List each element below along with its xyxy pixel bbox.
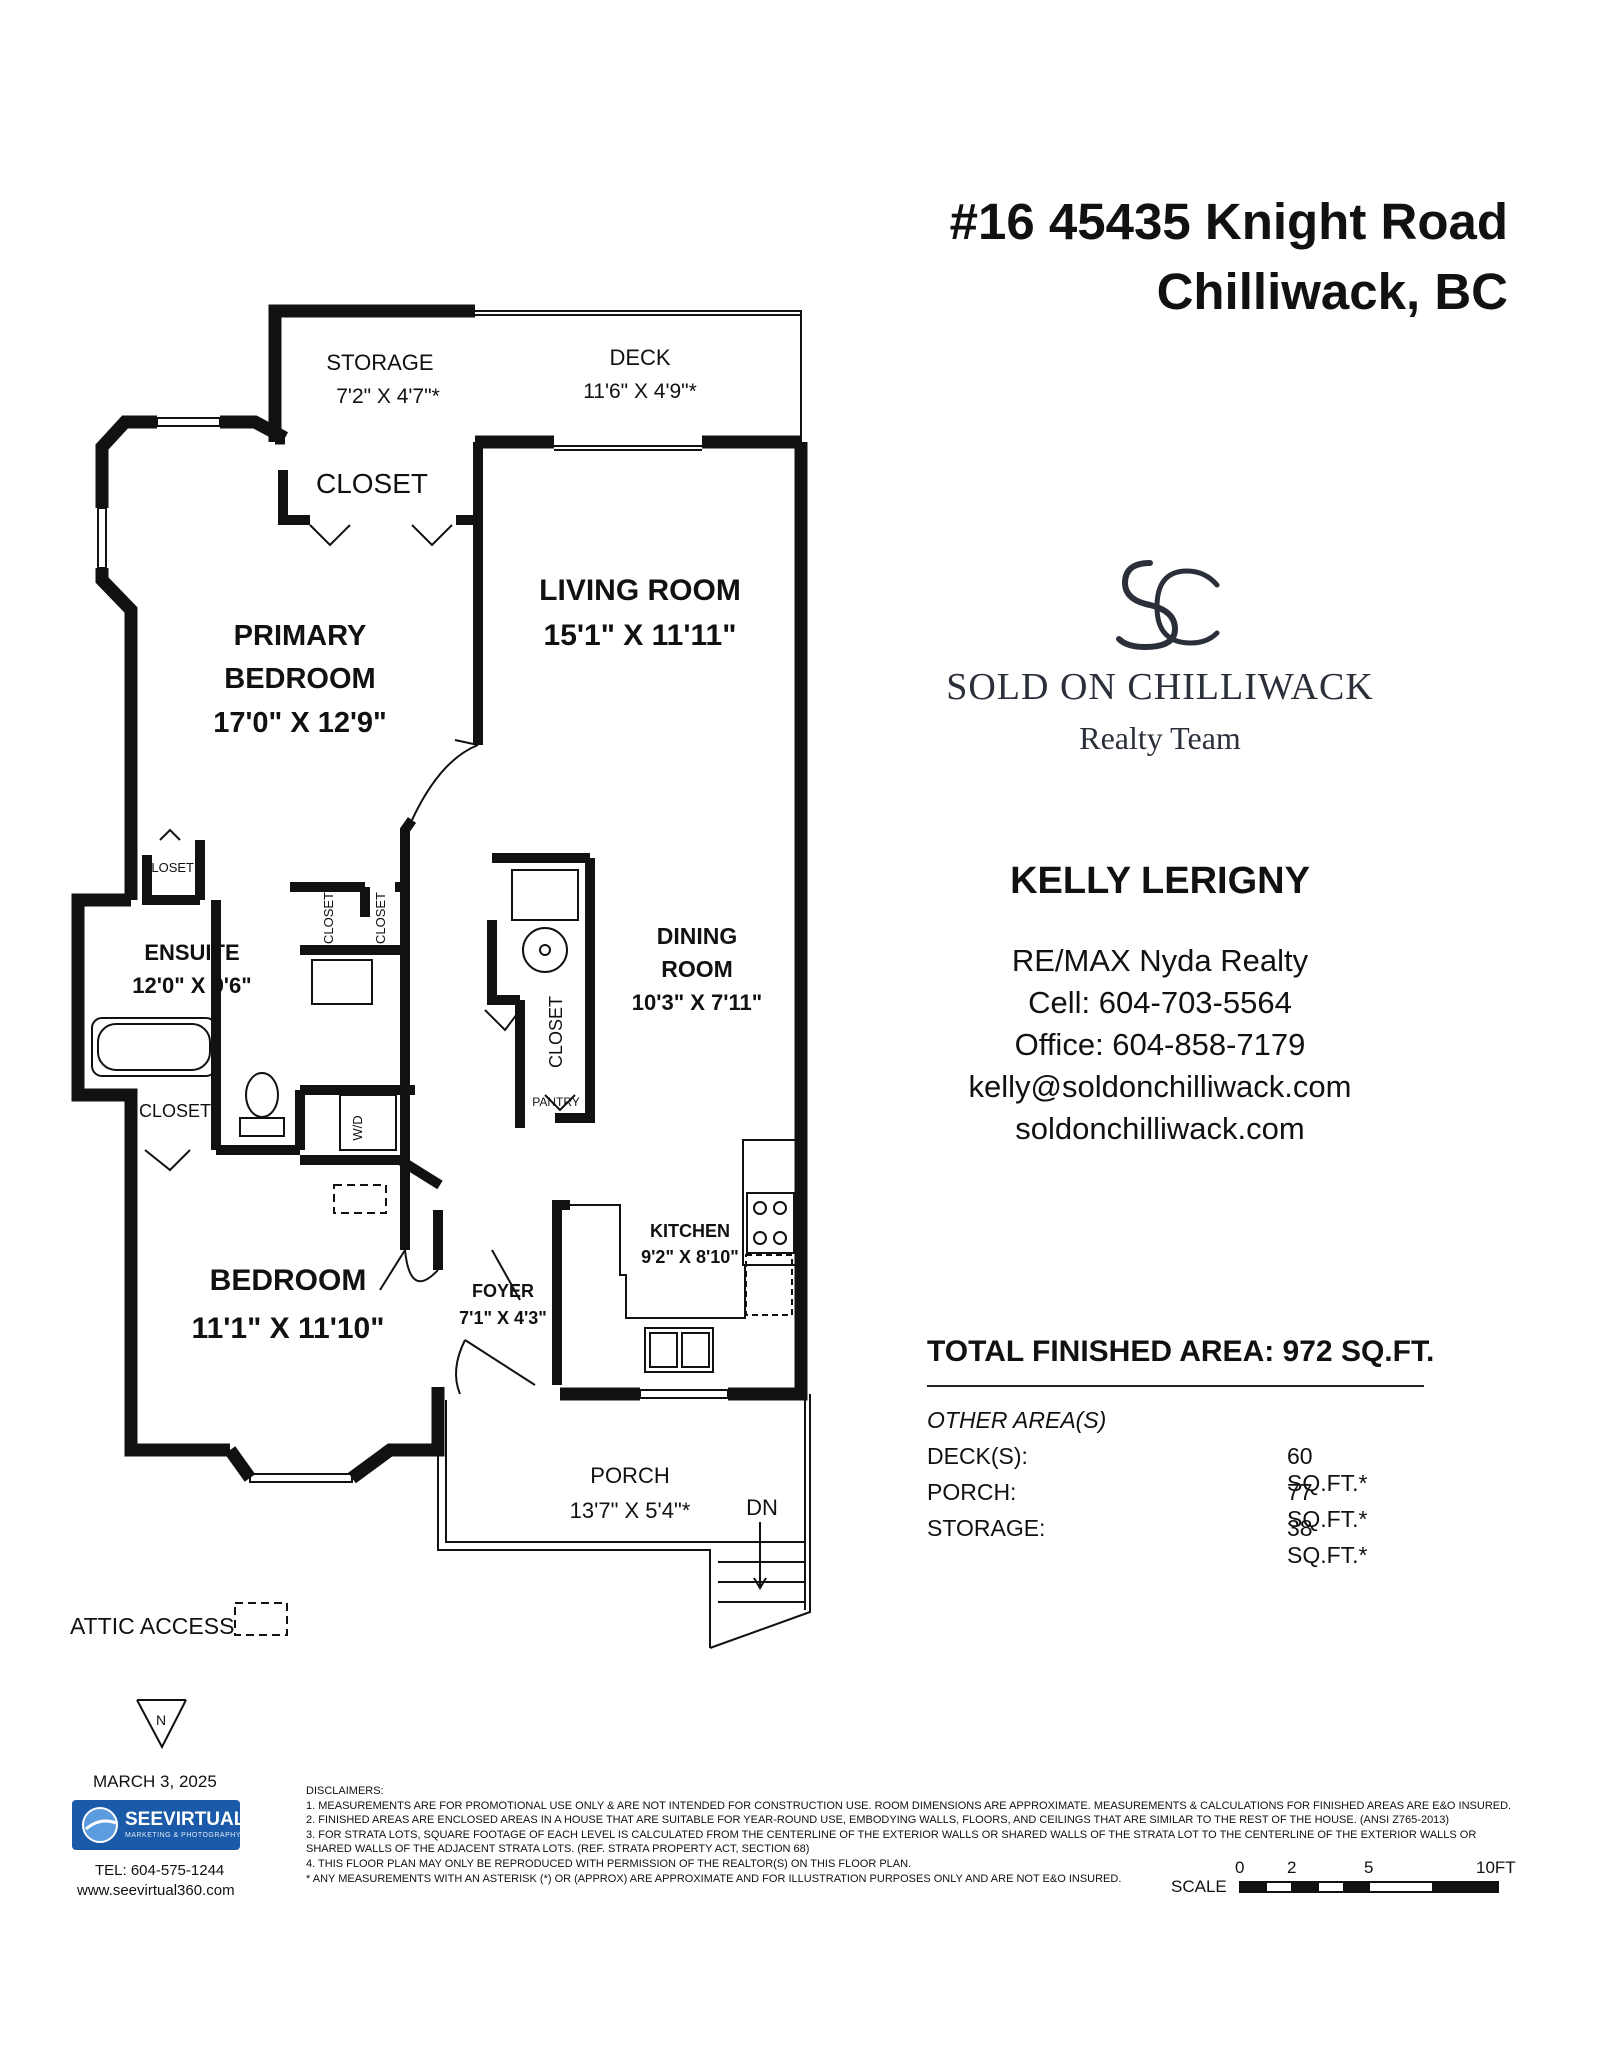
wd-label: W/D (350, 1115, 365, 1140)
disclaimer-heading: DISCLAIMERS: (306, 1785, 384, 1797)
thin-lines (73, 310, 811, 1649)
agent-company: RE/MAX Nyda Realty (1011, 943, 1309, 978)
bedroom-dims: 11'1" X 11'10" (192, 1312, 385, 1345)
attic-access-label: ATTIC ACCESS (70, 1613, 235, 1639)
living-label: LIVING ROOM (539, 574, 741, 607)
address-line-2: Chilliwack, BC (1156, 263, 1508, 320)
agent-cell[interactable]: Cell: 604-703-5564 (1028, 985, 1292, 1020)
area-row-value: 60 SQ.FT.* (1287, 1443, 1368, 1496)
bedroom-label: BEDROOM (210, 1264, 367, 1297)
disclaimer-line: 3. FOR STRATA LOTS, SQUARE FOOTAGE OF EA… (306, 1828, 1477, 1841)
closet-top-label: CLOSET (316, 468, 428, 499)
area-row-storage: STORAGE: 38 SQ.FT.* (927, 1515, 1397, 1568)
seevirtual-brand-sub: MARKETING & PHOTOGRAPHY (125, 1832, 241, 1839)
dn-label: DN (746, 1495, 778, 1520)
closet-b-label: CLOSET (321, 892, 336, 944)
disclaimer-line: 1. MEASUREMENTS ARE FOR PROMOTIONAL USE … (306, 1799, 1512, 1812)
logo-subtitle: Realty Team (1079, 720, 1241, 756)
seevirtual-web[interactable]: www.seevirtual360.com (77, 1882, 235, 1899)
disclaimer-line: 4. THIS FLOOR PLAN MAY ONLY BE REPRODUCE… (306, 1857, 912, 1870)
room-labels: STORAGE 7'2" X 4'7"* DECK 11'6" X 4'9"* … (132, 345, 778, 1728)
kitchen-label: KITCHEN (650, 1221, 730, 1241)
dining-label-2: ROOM (661, 956, 733, 982)
scale-label: SCALE (1171, 1877, 1227, 1896)
dining-dims: 10'3" X 7'11" (632, 990, 762, 1015)
scale-tick: 10FT (1476, 1858, 1516, 1877)
closet-d-label: CLOSET (546, 996, 566, 1068)
closet-a-label: CLOSET (142, 860, 194, 875)
ensuite-label: ENSUITE (144, 940, 239, 965)
dining-label-1: DINING (657, 923, 738, 949)
seevirtual-tel: TEL: 604-575-1244 (95, 1862, 225, 1879)
ensuite-dims: 12'0" X 9'6" (132, 973, 251, 998)
primary-label-2: BEDROOM (224, 663, 375, 695)
sc-logo-icon (1116, 560, 1220, 651)
storage-label: STORAGE (326, 350, 433, 375)
area-row-label: STORAGE: (927, 1515, 1046, 1541)
kitchen-dims: 9'2" X 8'10" (641, 1247, 739, 1267)
total-finished-area: TOTAL FINISHED AREA: 972 SQ.FT. (927, 1335, 1435, 1368)
pantry-label: PANTRY (532, 1095, 580, 1109)
primary-label-1: PRIMARY (234, 620, 367, 652)
primary-dims: 17'0" X 12'9" (213, 707, 387, 739)
area-row-porch: PORCH: 77 SQ.FT.* (927, 1479, 1397, 1532)
scale-tick: 5 (1364, 1858, 1374, 1877)
north-label: N (156, 1712, 166, 1728)
closet-c-label: CLOSET (373, 892, 388, 944)
porch-dims: 13'7" X 5'4"* (570, 1498, 691, 1523)
other-areas-heading: OTHER AREA(S) (927, 1407, 1107, 1433)
area-row-label: PORCH: (927, 1479, 1017, 1505)
disclaimers: DISCLAIMERS: 1. MEASUREMENTS ARE FOR PRO… (306, 1784, 1512, 1886)
disclaimer-line: 2. FINISHED AREAS ARE ENCLOSED AREAS IN … (306, 1814, 1450, 1827)
deck-label: DECK (609, 345, 670, 370)
interior-walls (142, 442, 595, 1385)
living-dims: 15'1" X 11'11" (544, 619, 737, 652)
agent-website[interactable]: soldonchilliwack.com (1015, 1111, 1305, 1146)
storage-dims: 7'2" X 4'7"* (336, 385, 440, 408)
scale-bar (1239, 1881, 1499, 1893)
porch-label: PORCH (590, 1463, 669, 1488)
area-row-value: 77 SQ.FT.* (1287, 1479, 1368, 1532)
agent-name: KELLY LERIGNY (1010, 860, 1310, 902)
address-line-1: #16 45435 Knight Road (949, 193, 1508, 250)
disclaimer-line: * ANY MEASUREMENTS WITH AN ASTERISK (*) … (306, 1872, 1122, 1885)
area-row-value: 38 SQ.FT.* (1287, 1515, 1368, 1568)
foyer-dims: 7'1" X 4'3" (459, 1308, 547, 1328)
foyer-label: FOYER (472, 1281, 534, 1301)
area-divider (927, 1385, 1424, 1387)
north-arrow (136, 1699, 187, 1750)
agent-office[interactable]: Office: 604-858-7179 (1014, 1027, 1306, 1062)
seevirtual-brand: SEEVIRTUAL (125, 1809, 246, 1830)
logo-wordmark: SOLD ON CHILLIWACK (946, 666, 1374, 708)
seevirtual-badge (72, 1800, 240, 1850)
scale-tick: 0 (1235, 1858, 1245, 1877)
deck-dims: 11'6" X 4'9"* (583, 380, 697, 403)
scale-tick: 2 (1287, 1858, 1297, 1877)
globe-icon (82, 1807, 118, 1843)
agent-email[interactable]: kelly@soldonchilliwack.com (968, 1069, 1352, 1104)
disclaimer-line: SHARED WALLS OF THE ADJACENT STRATA LOTS… (306, 1843, 810, 1856)
exterior-walls (71, 304, 808, 1484)
plan-date: MARCH 3, 2025 (93, 1772, 217, 1791)
area-row-deck: DECK(S): 60 SQ.FT.* (927, 1443, 1397, 1496)
closet-e-label: CLOSET (139, 1101, 211, 1121)
area-row-label: DECK(S): (927, 1443, 1028, 1469)
